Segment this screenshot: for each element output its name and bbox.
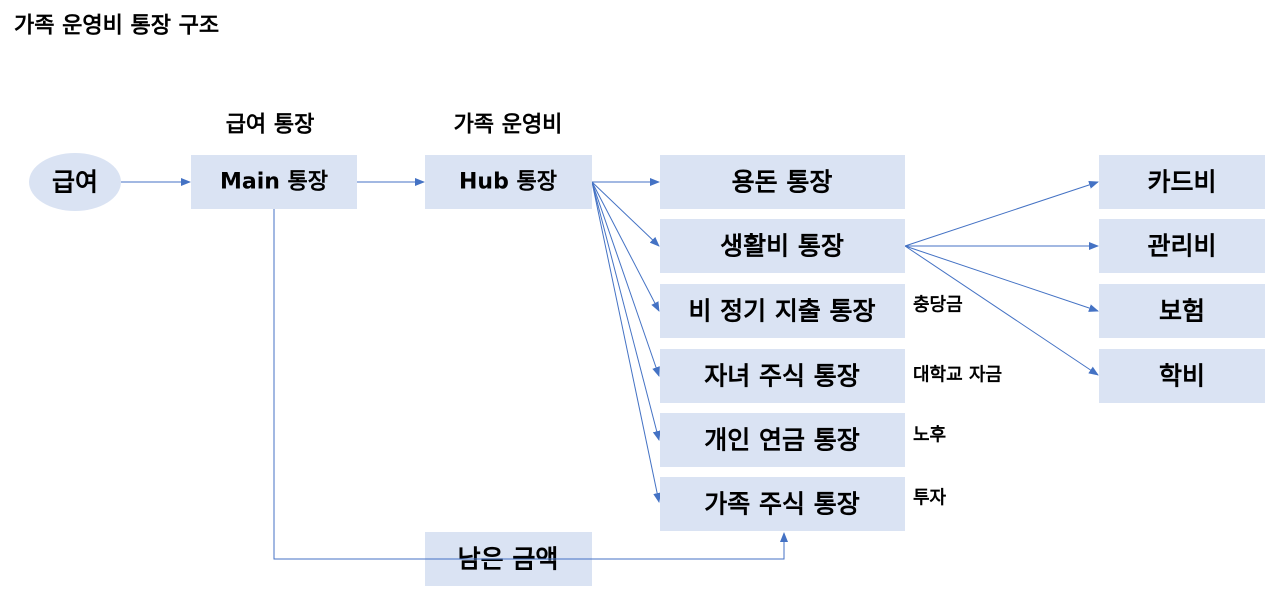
arrow-living-tuition	[904, 245, 1099, 376]
expense-box	[1099, 349, 1265, 403]
header-family-fund: 가족 운영비	[454, 113, 563, 138]
arrow-living-insurance	[904, 245, 1099, 312]
main-account-box	[191, 155, 357, 209]
arrow-living-card	[904, 181, 1099, 247]
diagram-title: 가족 운영비 통장 구조	[14, 14, 219, 39]
account-box	[660, 155, 905, 209]
note-reserve: 충당금	[913, 295, 963, 316]
arrow-hub-pension	[591, 181, 661, 441]
account-label: 자녀 주식 통장	[704, 362, 859, 391]
expense-box	[1099, 155, 1265, 209]
account-label: 용돈 통장	[732, 168, 833, 197]
arrow-main-remaining-family-stock	[273, 209, 788, 560]
expense-label: 보험	[1159, 297, 1205, 326]
expense-label: 학비	[1159, 362, 1205, 391]
expense-label: 카드비	[1147, 168, 1216, 197]
connectors	[120, 178, 1099, 503]
header-salary-account: 급여 통장	[226, 113, 315, 138]
account-notes: 충당금 대학교 자금 노후 투자	[913, 295, 1002, 509]
expense-box	[1099, 219, 1265, 273]
expense-label: 관리비	[1147, 232, 1216, 261]
expense-list: 카드비 관리비 보험 학비	[1099, 155, 1265, 403]
arrow-hub-family-stock	[591, 181, 662, 503]
note-college-fund: 대학교 자금	[913, 364, 1002, 386]
expense-box	[1099, 284, 1265, 338]
note-investment: 투자	[913, 488, 947, 509]
account-box	[660, 477, 905, 531]
account-label: 생활비 통장	[720, 232, 844, 261]
hub-account-box	[425, 155, 592, 209]
arrow-hub-child-stock	[591, 181, 660, 377]
hub-account-label: Hub 통장	[459, 170, 557, 195]
account-list: 용돈 통장 생활비 통장 비 정기 지출 통장 자녀 주식 통장 개인 연금 통…	[660, 155, 905, 531]
salary-label: 급여	[52, 168, 98, 197]
account-label: 개인 연금 통장	[704, 426, 859, 455]
main-account-label: Main 통장	[220, 170, 328, 195]
salary-node	[29, 153, 121, 211]
account-label: 가족 주식 통장	[704, 490, 859, 519]
account-box	[660, 284, 905, 338]
account-box	[660, 219, 905, 273]
arrow-hub-irregular	[591, 181, 660, 312]
arrow-hub-living	[591, 181, 660, 247]
account-box	[660, 349, 905, 403]
account-label: 비 정기 지출 통장	[688, 297, 875, 326]
note-retirement: 노후	[913, 425, 946, 446]
account-box	[660, 413, 905, 467]
